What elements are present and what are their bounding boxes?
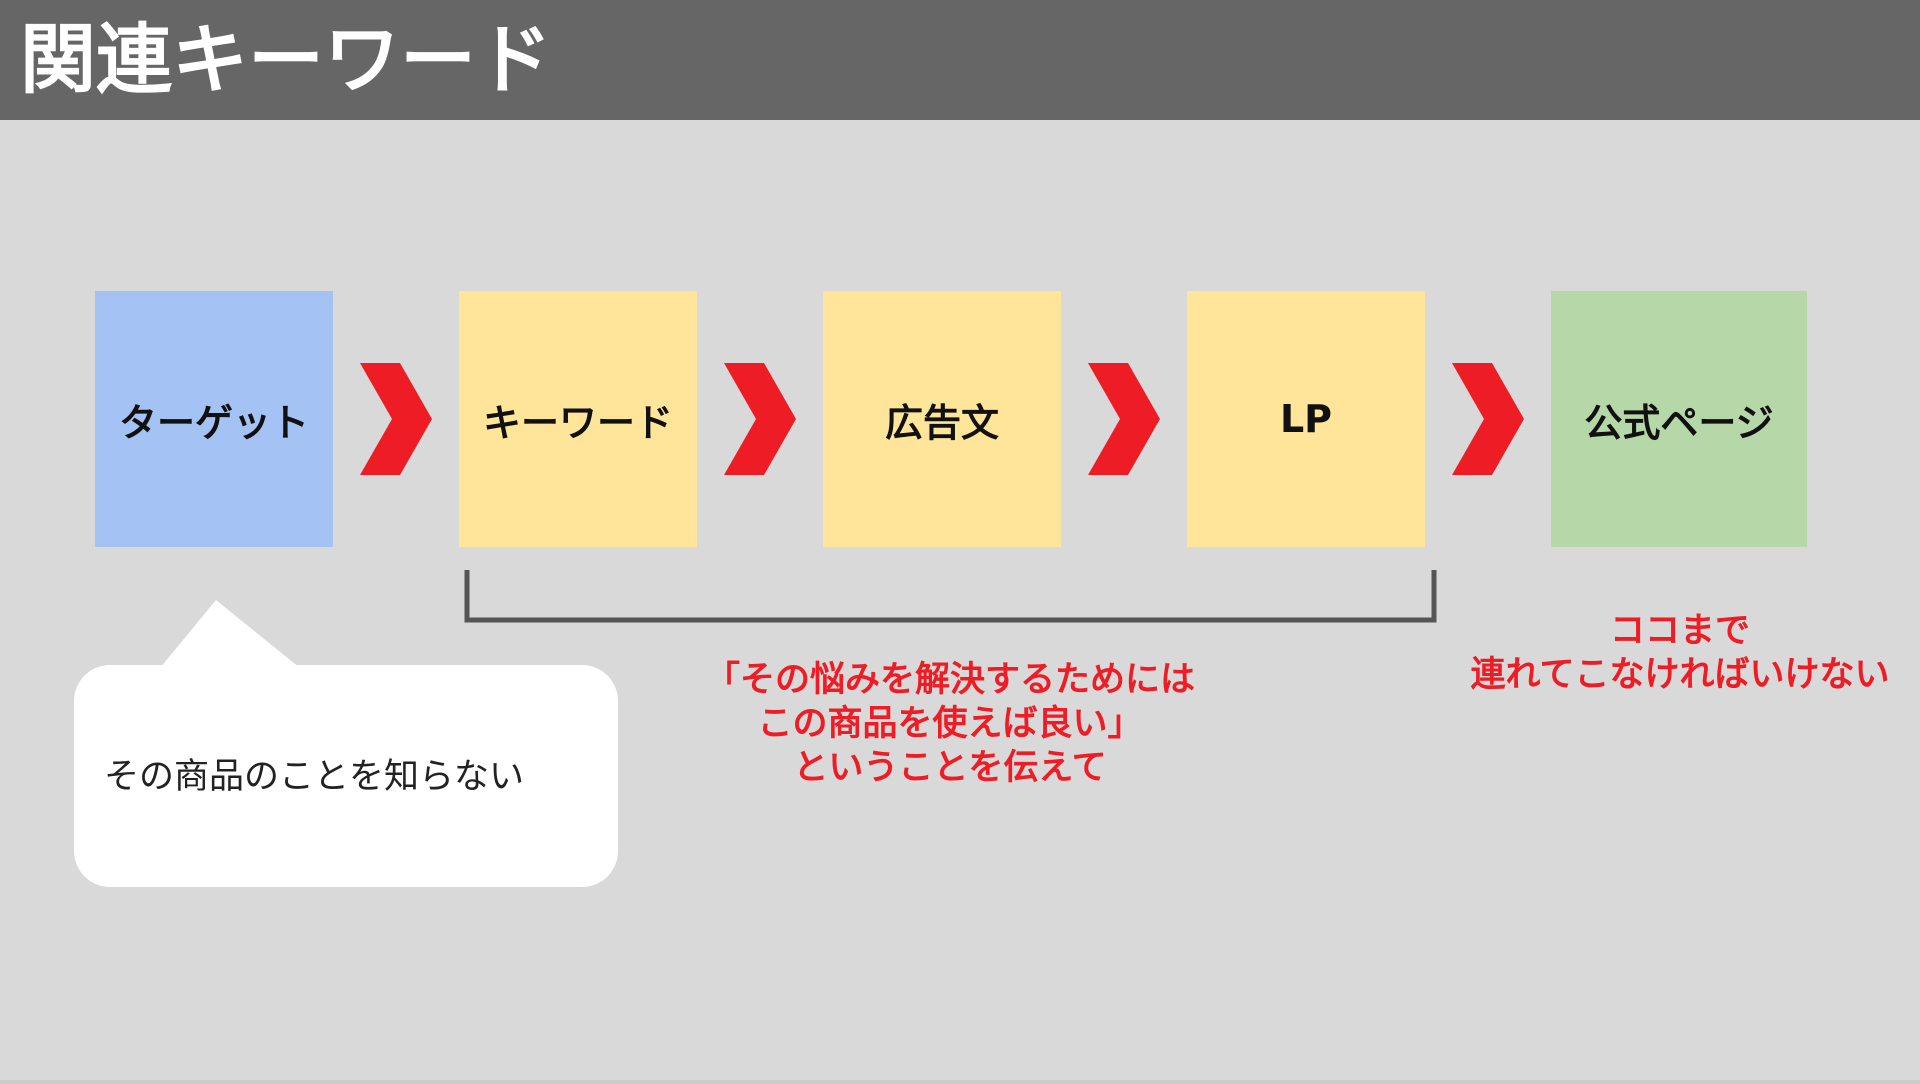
bottom-divider [0, 1080, 1920, 1084]
step-label: 広告文 [884, 400, 999, 445]
chevron-right-icon [1088, 363, 1160, 475]
middle-note: 「その悩みを解決するためには この商品を使えば良い」 ということを伝えて [700, 658, 1200, 790]
page-title: 関連キーワード [20, 15, 552, 104]
title-bar: 関連キーワード [0, 0, 1920, 120]
step-official-page-box: 公式ページ [1551, 291, 1807, 547]
chevron-right-icon [360, 363, 432, 475]
step-target-box: ターゲット [95, 291, 333, 547]
speech-bubble: その商品のことを知らない [74, 665, 618, 887]
chevron-right-icon [724, 363, 796, 475]
step-lp-box: LP [1187, 291, 1425, 547]
right-note-line-2: 連れてこなければいけない [1470, 655, 1890, 695]
step-ad-text-box: 広告文 [823, 291, 1061, 547]
chevron-right-icon [1452, 363, 1524, 475]
step-label: ターゲット [118, 400, 309, 445]
step-label: キーワード [482, 400, 673, 445]
middle-note-line-1: 「その悩みを解決するためには [704, 660, 1195, 700]
bracket-line [464, 570, 1437, 623]
middle-note-line-3: ということを伝えて [793, 748, 1107, 788]
step-label: LP [1279, 397, 1333, 441]
speech-bubble-text: その商品のことを知らない [104, 757, 525, 797]
right-note: ココまで 連れてこなければいけない [1450, 609, 1910, 697]
step-keyword-box: キーワード [459, 291, 697, 547]
speech-bubble-tail [160, 600, 300, 668]
right-note-line-1: ココまで [1609, 611, 1750, 651]
middle-note-line-2: この商品を使えば良い」 [757, 704, 1143, 744]
step-label: 公式ページ [1584, 400, 1774, 445]
